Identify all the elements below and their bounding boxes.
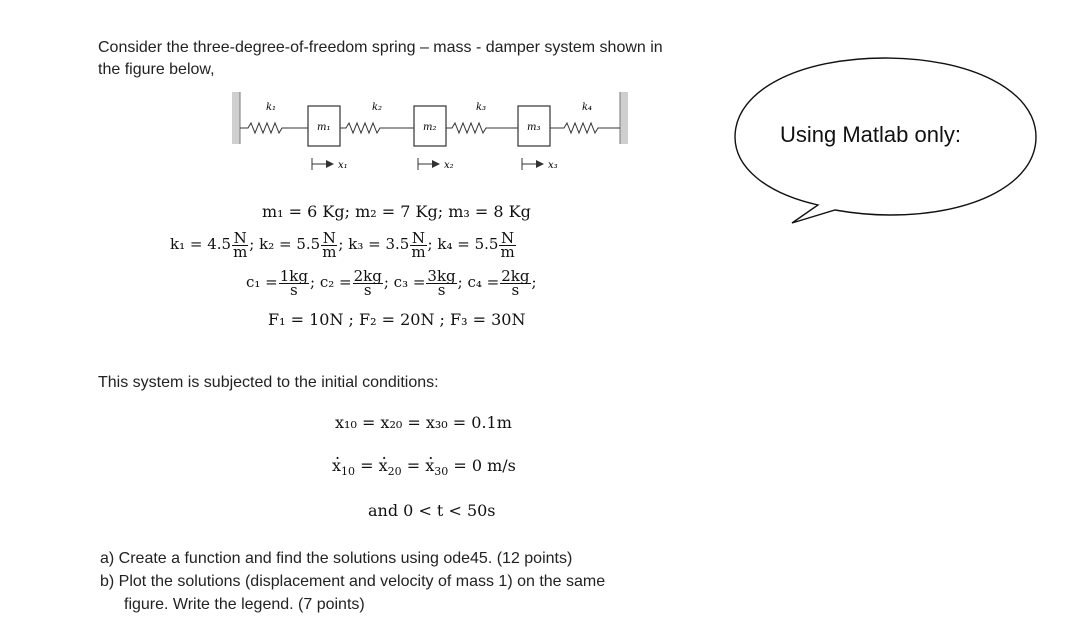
arrow-x3 (521, 158, 544, 170)
task-b-line-2: figure. Write the legend. (7 points) (124, 596, 365, 613)
mass-m3 (517, 105, 551, 147)
label-m1: m₁ (317, 122, 331, 133)
intro-line-1: Consider the three-degree-of-freedom spr… (98, 39, 663, 56)
k1-label: k₁ = 4.5 (170, 235, 232, 253)
k4-label: ; k₄ = 5.5 (427, 235, 499, 253)
time-range: and 0 < t < 50s (368, 501, 496, 520)
force-values: F₁ = 10N ; F₂ = 20N ; F₃ = 30N (268, 310, 526, 329)
c-end: ; (531, 273, 537, 291)
label-k3: k₃ (476, 102, 486, 113)
k2-label: ; k₂ = 5.5 (249, 235, 321, 253)
c2-label: ; c₂ = (310, 273, 352, 291)
spring-k3 (446, 121, 518, 135)
label-x3: x₃ (548, 160, 558, 171)
label-x1: x₁ (338, 160, 348, 171)
task-a: a) Create a function and find the soluti… (100, 550, 573, 567)
c1-label: c₁ = (246, 273, 278, 291)
initial-velocity: x10 = x20 = x30 = 0 m/s (332, 444, 516, 478)
mass-m1 (307, 105, 341, 147)
c4-label: ; c₄ = (457, 273, 500, 291)
bubble-text: Using Matlab only: (780, 122, 961, 147)
label-m2: m₂ (423, 122, 437, 133)
spring-mass-diagram: k₁ k₂ k₃ k₄ m₁ m₂ m₃ x₁ x₂ x₃ (232, 92, 628, 171)
spring-k2 (340, 121, 414, 135)
right-wall (619, 92, 628, 144)
spring-k4 (550, 121, 620, 135)
k3-label: ; k₃ = 3.5 (338, 235, 410, 253)
intro-line-2: the figure below, (98, 61, 215, 78)
arrow-x2 (417, 158, 440, 170)
speech-bubble (734, 57, 1037, 224)
arrow-x1 (311, 158, 334, 170)
task-b-line-1: b) Plot the solutions (displacement and … (100, 573, 606, 590)
mass-values: m₁ = 6 Kg; m₂ = 7 Kg; m₃ = 8 Kg (262, 202, 531, 221)
spring-k1 (240, 121, 308, 135)
label-k1: k₁ (266, 102, 276, 113)
initial-intro: This system is subjected to the initial … (98, 374, 439, 391)
label-k2: k₂ (372, 102, 382, 113)
label-x2: x₂ (444, 160, 454, 171)
initial-displacement: x₁₀ = x₂₀ = x₃₀ = 0.1m (335, 413, 512, 432)
label-k4: k₄ (582, 102, 592, 113)
left-wall (232, 92, 241, 144)
mass-m2 (413, 105, 447, 147)
c3-label: ; c₃ = (383, 273, 426, 291)
label-m3: m₃ (527, 122, 541, 133)
